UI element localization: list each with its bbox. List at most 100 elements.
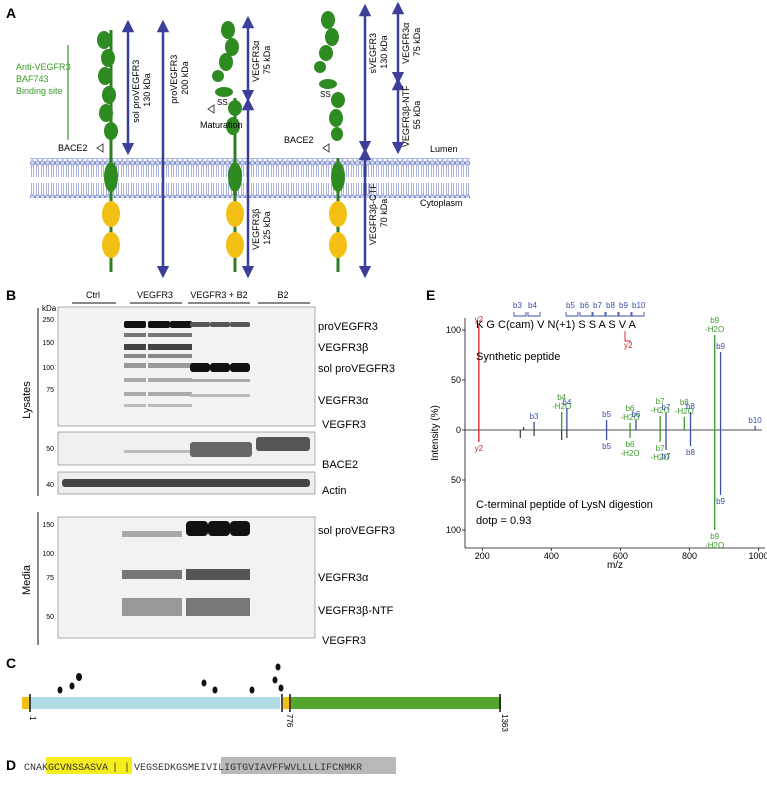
peak-label: b9-H2O xyxy=(705,532,724,550)
svg-text:b4: b4 xyxy=(528,301,537,310)
blot2-caption: BACE2 xyxy=(322,459,358,471)
maturation-label: Maturation xyxy=(200,120,243,130)
group-b2: B2 xyxy=(277,290,288,300)
bace2-cleavage-icon-2 xyxy=(322,143,330,153)
arrow-ctf-label: VEGFR3β-CTF 70 kDa xyxy=(368,181,389,245)
peak-label: b9-H2O xyxy=(705,316,724,334)
maturation-cleavage-icon xyxy=(207,104,215,114)
peak-label: b9 xyxy=(716,342,725,351)
svg-text:0: 0 xyxy=(456,425,461,435)
svg-text:VEGFR3: VEGFR3 xyxy=(322,635,366,647)
position-1363: 1363 xyxy=(500,714,509,732)
svg-text:100: 100 xyxy=(446,325,461,335)
sequence: CNAKGCVNSSASVA| |VEGSEDKGSMEIVILIGTGVIAV… xyxy=(24,762,362,774)
band-label-provegfr3: proVEGFR3 xyxy=(318,321,378,333)
svg-text:100: 100 xyxy=(42,365,54,372)
group-headers: Ctrl VEGFR3 VEGFR3 + B2 B2 xyxy=(72,290,310,304)
arrow-svegfr3-label: sVEGFR3 130 kDa xyxy=(368,30,389,73)
svg-text:sol proVEGFR3: sol proVEGFR3 xyxy=(318,525,395,537)
dotp-label: dotp = 0.93 xyxy=(476,515,531,527)
lumen-label: Lumen xyxy=(430,144,458,154)
ss-label-1: SS xyxy=(217,98,228,107)
arrow-ntf-label: VEGFR3β-NTF 55 kDa xyxy=(401,83,422,147)
group-vegfr3-b2: VEGFR3 + B2 xyxy=(190,290,247,300)
blot-vegfr3-lysates xyxy=(57,306,316,427)
receptor-svegfr3 xyxy=(314,11,347,272)
svg-text:b8: b8 xyxy=(606,301,615,310)
peak-label: b7 xyxy=(662,403,671,412)
binding-site-label: Anti-VEGFR3 BAF743 Binding site xyxy=(16,62,73,96)
cterm-peptide-label: C-terminal peptide of LysN digestion xyxy=(476,499,653,511)
peak-label: b4 xyxy=(562,398,571,407)
kda-label: kDa xyxy=(42,304,57,313)
peak-label: b8 xyxy=(686,448,695,457)
peak-label: b7-H2O xyxy=(651,444,670,462)
svg-text:75: 75 xyxy=(46,387,54,394)
peak-label: b6-H2O xyxy=(621,404,640,422)
blot2-marker: 50 xyxy=(46,446,54,453)
svg-text:150: 150 xyxy=(42,522,54,529)
peak-label: y2 xyxy=(475,444,484,453)
panel-label-d: D xyxy=(6,757,16,773)
blot4-markers: 150 100 75 50 xyxy=(42,522,54,621)
panel-label-c: C xyxy=(6,655,16,671)
blot4-band-labels: sol proVEGFR3 VEGFR3α VEGFR3β-NTF VEGFR3 xyxy=(318,525,395,647)
side-label-lysates: Lysates xyxy=(21,381,33,419)
y2-bracket xyxy=(624,331,631,342)
peak-label: b8-H2O xyxy=(675,398,694,416)
cell-membrane xyxy=(30,158,470,198)
y-ticks: 100 50 0 50 100 xyxy=(446,325,461,535)
x-axis-label: m/z xyxy=(607,560,623,571)
peak-label: y2 xyxy=(475,315,484,324)
fragment-ladder-labels: b3 b4 b5 b6 b7 b8 b9 b10 xyxy=(513,301,646,310)
svg-text:b6: b6 xyxy=(580,301,589,310)
x-ticks: 200 400 600 800 1000 xyxy=(475,551,767,561)
peak-label: b7-H2O xyxy=(651,397,670,415)
y2-ladder-label: y2 xyxy=(624,341,633,350)
blot1-markers: 250 150 100 75 xyxy=(42,317,54,394)
peak-label: b5 xyxy=(602,442,611,451)
group-ctrl: Ctrl xyxy=(86,290,100,300)
arrow-sol-provegfr3-label: sol proVEGFR3 130 kDa xyxy=(131,57,152,123)
blot-vegfr3-media xyxy=(57,516,316,639)
position-1: 1 xyxy=(28,716,37,721)
peak-label: b8 xyxy=(686,402,695,411)
peak-label: b10 xyxy=(748,416,762,425)
cytoplasm-label: Cytoplasm xyxy=(420,198,463,208)
band-label-vegfr3a: VEGFR3α xyxy=(318,395,369,407)
domain-map xyxy=(22,694,501,712)
panel-label-b: B xyxy=(6,287,16,303)
svg-text:50: 50 xyxy=(46,614,54,621)
svg-text:b5: b5 xyxy=(566,301,575,310)
peak-label: b6-H2O xyxy=(621,440,640,458)
svg-text:VEGFR3β-NTF: VEGFR3β-NTF xyxy=(318,605,394,617)
fragment-ladder-brackets xyxy=(513,312,645,317)
blot3-caption: Actin xyxy=(322,485,346,497)
band-label-vegfr3b: VEGFR3β xyxy=(318,342,368,354)
side-label-media: Media xyxy=(21,564,33,595)
svg-text:800: 800 xyxy=(682,551,697,561)
svg-text:250: 250 xyxy=(42,317,54,324)
synthetic-peptide-label: Synthetic peptide xyxy=(476,351,560,363)
mirror-spectrum: y2b3b4-H2Ob4b5b6-H2Ob6b7-H2Ob7b8-H2Ob8b9… xyxy=(462,315,765,551)
arrow-vegfr3b-label: VEGFR3β 125 kDa xyxy=(251,206,272,250)
svg-text:b9: b9 xyxy=(619,301,628,310)
receptor-provegfr3 xyxy=(97,30,120,272)
svg-text:b7: b7 xyxy=(593,301,602,310)
peak-label: b9 xyxy=(716,497,725,506)
ss-label-2: SS xyxy=(320,90,331,99)
panel-label-a: A xyxy=(6,5,16,21)
peak-label: b6 xyxy=(631,410,640,419)
bace2-cleavage-icon-1 xyxy=(96,143,104,153)
arrow-vegfr3a-2-label: VEGFR3α 75 kDa xyxy=(401,20,422,64)
svg-text:VEGFR3α: VEGFR3α xyxy=(318,572,369,584)
peak-label: b5 xyxy=(602,410,611,419)
svg-text:75: 75 xyxy=(46,575,54,582)
receptor-mature-vegfr3 xyxy=(212,21,244,272)
svg-text:1000: 1000 xyxy=(749,551,767,561)
blot1-caption: VEGFR3 xyxy=(322,419,366,431)
blot-bace2 xyxy=(57,431,316,466)
blot3-marker: 40 xyxy=(46,482,54,489)
glycosylation-sites xyxy=(57,663,284,694)
y-axis-label: Intensity (%) xyxy=(430,405,441,461)
